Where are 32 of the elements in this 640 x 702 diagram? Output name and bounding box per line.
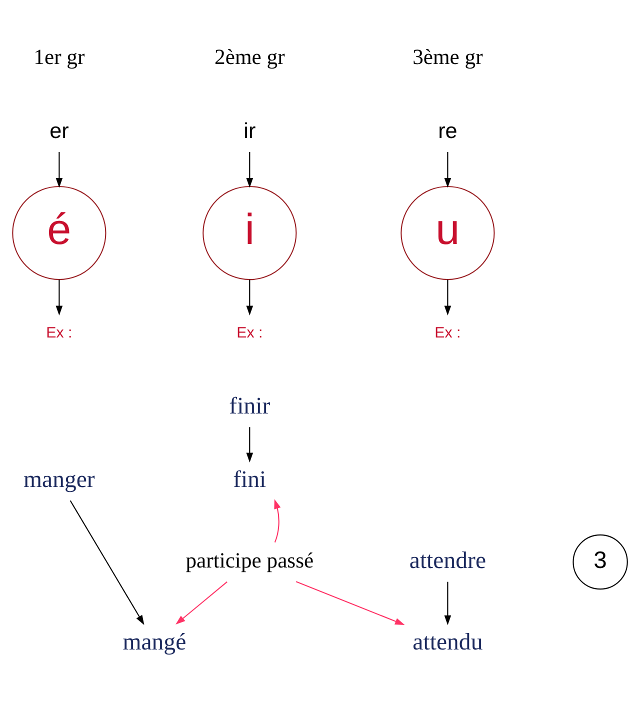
arrow	[56, 280, 63, 316]
arrow	[246, 427, 254, 463]
arrow	[176, 581, 228, 625]
node-circle: u	[400, 186, 495, 280]
node-text: Ex :	[46, 324, 72, 342]
arrow	[444, 280, 452, 316]
arrow	[296, 581, 405, 625]
node-text: mangé	[122, 629, 186, 656]
arrow	[70, 500, 144, 625]
arrow	[56, 152, 63, 188]
label: 2ème gr	[214, 45, 285, 70]
node-text: re	[438, 118, 458, 143]
node-text: participe passé	[186, 548, 314, 572]
node-text: finir	[229, 393, 270, 420]
node-text: ir	[244, 118, 256, 143]
arrow	[246, 280, 254, 316]
node-circle: é	[12, 186, 106, 280]
arrow	[444, 152, 452, 188]
node-text: er	[50, 118, 69, 143]
node-text: Ex :	[434, 324, 461, 342]
node-text: manger	[24, 466, 95, 493]
node-circle: i	[202, 186, 297, 280]
node-text: attendu	[412, 629, 483, 656]
node-text: attendre	[409, 548, 486, 574]
arrow	[246, 152, 254, 188]
arrow	[274, 499, 281, 543]
label: 1er gr	[34, 45, 85, 70]
label: 3ème gr	[412, 45, 483, 70]
node-circle: 3	[572, 534, 628, 590]
arrow	[444, 582, 452, 626]
node-text: Ex :	[236, 324, 263, 342]
node-text: fini	[233, 466, 266, 493]
